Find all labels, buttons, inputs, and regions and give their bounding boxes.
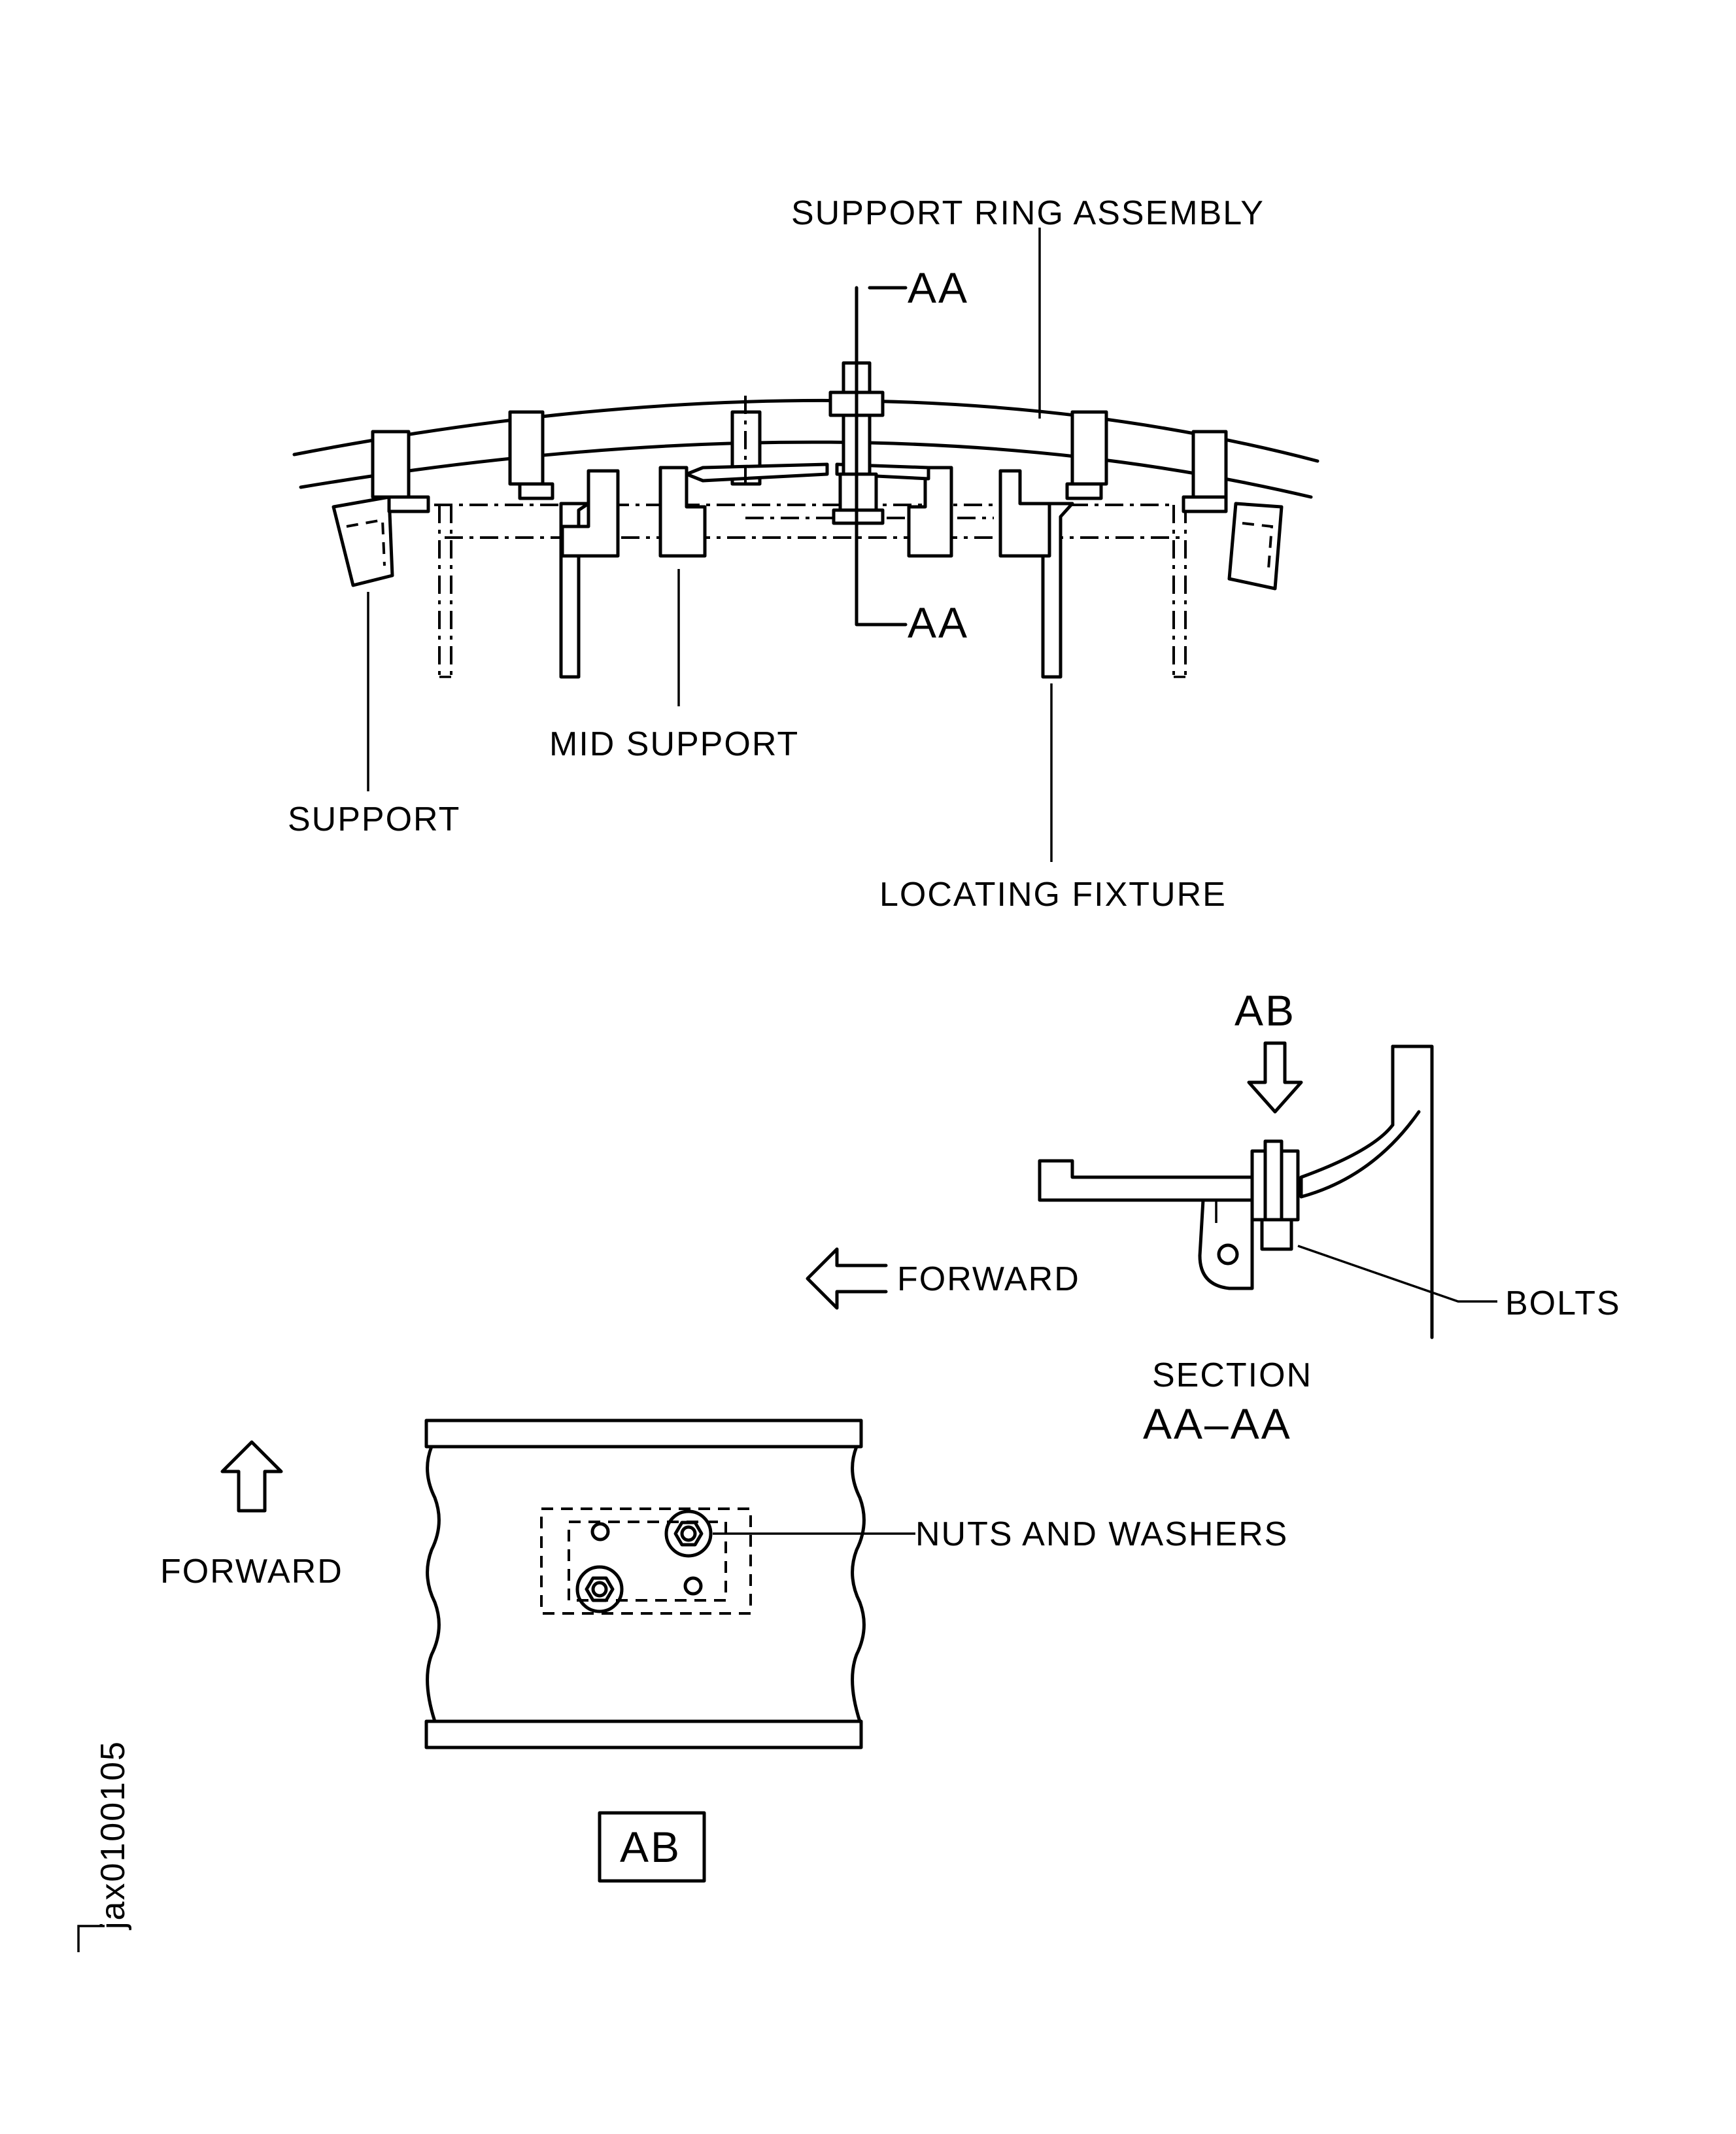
support-ring-assembly-label: SUPPORT RING ASSEMBLY (791, 194, 1265, 232)
forward-label-up: FORWARD (160, 1553, 343, 1591)
locating-fixture-right (998, 469, 1074, 679)
locating-fixture-label: LOCATING FIXTURE (879, 876, 1227, 914)
section-mark-aa-bottom: AA (908, 598, 969, 647)
mid-support-label: MID SUPPORT (549, 725, 799, 763)
view-arrow-down-icon (1247, 1041, 1303, 1114)
washer (664, 1509, 713, 1558)
support-ring-assembly-drawing (292, 286, 1319, 679)
nuts-and-washers-label: NUTS AND WASHERS (915, 1515, 1288, 1553)
locating-fixture-left (559, 469, 620, 679)
support-part (332, 430, 430, 587)
view-arrow-ab-label: AB (1234, 986, 1296, 1035)
support-part-right (1182, 430, 1284, 591)
section-mark-aa-top: AA (908, 264, 969, 312)
support-label: SUPPORT (288, 800, 460, 838)
section-aa-drawing (1038, 1044, 1434, 1339)
ring-clamp (508, 410, 545, 486)
forward-left-arrow-icon (806, 1247, 888, 1310)
forward-up-arrow-icon (220, 1440, 283, 1513)
forward-label-left: FORWARD (897, 1260, 1080, 1298)
section-title-line2: AA–AA (1143, 1400, 1292, 1448)
mid-support-part (658, 462, 829, 558)
section-line-aa (855, 286, 908, 627)
bolts-label: BOLTS (1505, 1284, 1621, 1322)
figure-id: jax0100105 (94, 1740, 132, 1931)
section-title-line1: SECTION (1152, 1356, 1312, 1394)
view-ab-box-label: AB (620, 1823, 681, 1871)
view-ab-box (598, 1811, 706, 1883)
view-ab-drawing (424, 1419, 866, 1749)
